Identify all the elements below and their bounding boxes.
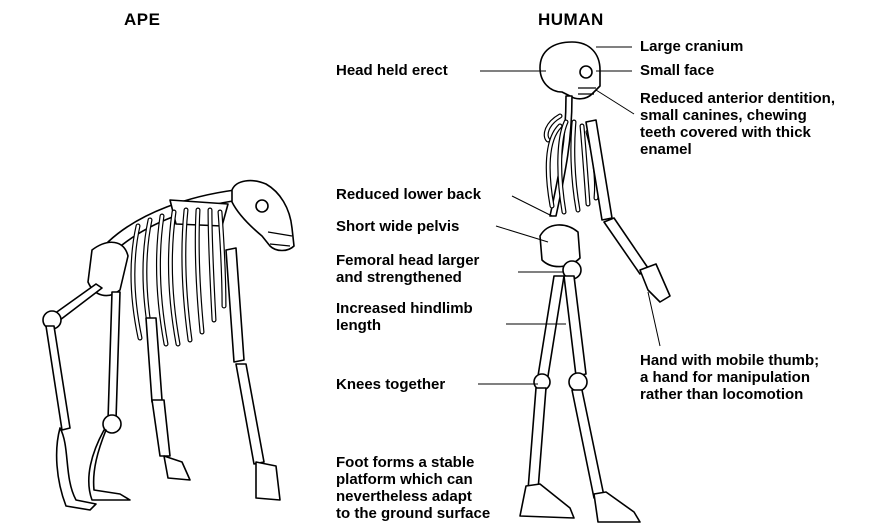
ape-eye-socket (256, 200, 268, 212)
ape-arm-left (146, 318, 162, 402)
leader-dentition (596, 90, 634, 114)
ape-femur-left (54, 284, 102, 320)
label-hand: Hand with mobile thumb; a hand for manip… (640, 352, 819, 403)
label-hindlimb: Increased hindlimb length (336, 300, 473, 334)
human-forearm (604, 218, 648, 274)
ape-title: APE (124, 10, 160, 30)
leader-pelvis (496, 226, 548, 242)
ape-shin-left (46, 326, 70, 430)
label-dentition: Reduced anterior dentition, small canine… (640, 90, 835, 158)
human-foot-left (594, 492, 640, 522)
label-pelvis: Short wide pelvis (336, 218, 459, 235)
human-shin-left (572, 390, 604, 498)
human-pelvis (540, 225, 580, 267)
label-lower-back: Reduced lower back (336, 186, 481, 203)
human-title: HUMAN (538, 10, 604, 30)
ape-foot-right (89, 430, 130, 500)
human-shin-right (528, 388, 546, 490)
ape-forearm-left (152, 400, 170, 456)
ape-forearm-right (236, 364, 264, 464)
ape-hand-left (164, 456, 190, 480)
leader-lower-back (512, 196, 552, 216)
ape-hand-right (256, 462, 280, 500)
ape-skeleton (43, 181, 294, 510)
human-femur-left (564, 276, 586, 376)
human-hand (640, 264, 670, 302)
human-femur-right (538, 276, 564, 376)
label-head-held-erect: Head held erect (336, 62, 448, 79)
label-femoral-head: Femoral head larger and strengthened (336, 252, 479, 286)
label-knees: Knees together (336, 376, 445, 393)
label-small-face: Small face (640, 62, 714, 79)
ape-femur-right (108, 292, 120, 420)
label-foot: Foot forms a stable platform which can n… (336, 454, 490, 522)
ape-arm-right (226, 248, 244, 362)
label-large-cranium: Large cranium (640, 38, 743, 55)
human-foot-right (520, 484, 574, 518)
human-knee-left (569, 373, 587, 391)
human-eye-socket (580, 66, 592, 78)
ape-skull (232, 181, 294, 251)
